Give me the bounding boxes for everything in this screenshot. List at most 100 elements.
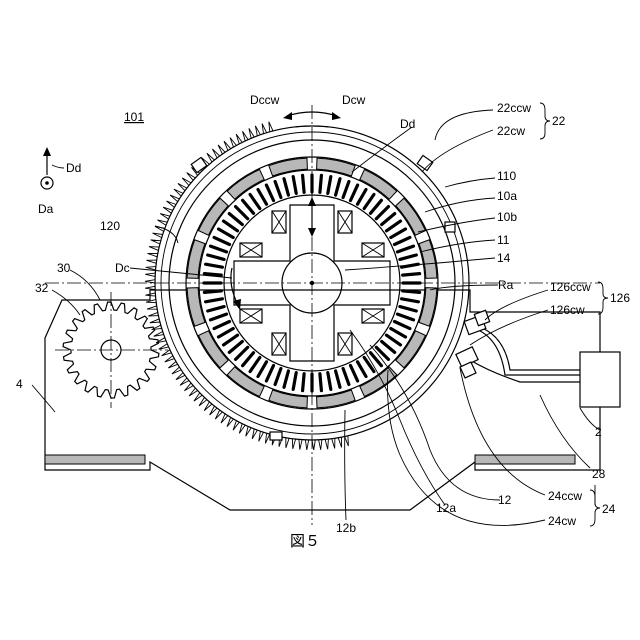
motor-assembly [145, 122, 469, 450]
sensor-24 [270, 432, 282, 440]
coil-cross [272, 211, 286, 233]
stator-tooth [398, 246, 414, 252]
rotation-arrow-head-left [283, 112, 292, 120]
wire-1 [478, 330, 580, 375]
label-dd-topleft: Dd [66, 161, 81, 175]
label-dcw: Dcw [342, 93, 366, 107]
stator-tooth [395, 237, 410, 244]
stator-tooth [391, 229, 406, 238]
stator-tooth [387, 335, 401, 345]
stator-tooth [343, 182, 349, 198]
wire-3 [470, 360, 580, 382]
label-126: 126 [610, 291, 630, 305]
coil-cross [362, 243, 384, 257]
label-24: 24 [602, 502, 616, 516]
magnet-segment [419, 288, 437, 327]
stator-tooth [400, 307, 416, 311]
label-22ccw: 22ccw [497, 101, 531, 115]
stator-tooth [275, 369, 281, 385]
label-dd-center: Dd [400, 117, 415, 131]
magnet-segment [187, 288, 205, 327]
coil-cross [240, 243, 262, 257]
label-14: 14 [497, 251, 511, 265]
dd-center-arrow-up [308, 197, 316, 206]
stator-tooth [398, 314, 414, 320]
magnet-segment [187, 240, 205, 279]
stator-tooth [266, 185, 273, 200]
label-24cw: 24cw [548, 514, 576, 528]
stator-tooth [206, 264, 223, 267]
label-28: 28 [592, 467, 606, 481]
label-12: 12 [498, 493, 512, 507]
label-10b: 10b [497, 210, 517, 224]
coil-cross [338, 333, 352, 355]
stator-tooth [303, 175, 305, 192]
stator-tooth [236, 347, 248, 359]
stator-tooth [229, 214, 242, 225]
label-120: 120 [100, 219, 120, 233]
label-22: 22 [552, 114, 566, 128]
label-24ccw: 24ccw [548, 489, 582, 503]
stator-tooth [236, 207, 248, 219]
label-30: 30 [57, 261, 71, 275]
stator-tooth [211, 246, 227, 252]
label-32: 32 [35, 281, 49, 295]
stator-tooth [403, 274, 420, 276]
stator-tooth [336, 179, 340, 195]
stator-tooth [266, 366, 273, 381]
stator-tooth [214, 322, 229, 329]
magnet-segment [317, 390, 356, 408]
stator-tooth [336, 371, 340, 387]
stator-tooth [243, 200, 254, 213]
tab-side [445, 222, 455, 232]
stator-tooth [403, 291, 420, 293]
stator-tooth [206, 299, 223, 302]
stator-tooth [382, 342, 395, 353]
stator-tooth [303, 374, 305, 391]
stator-tooth [376, 207, 388, 219]
coil-cross [240, 309, 262, 323]
label-ra: Ra [498, 278, 514, 292]
label-dc: Dc [115, 261, 130, 275]
stator-tooth [204, 274, 221, 276]
label-dccw: Dccw [250, 93, 280, 107]
label-da: Da [38, 202, 54, 216]
stator-tooth [219, 229, 234, 238]
stator-tooth [387, 221, 401, 231]
label-110: 110 [497, 169, 516, 183]
bracket-22 [540, 103, 550, 139]
stator-tooth [275, 182, 281, 198]
stator-tooth [211, 314, 227, 320]
bracket-24 [590, 490, 600, 526]
label-4: 4 [16, 377, 23, 391]
label-10a: 10a [497, 189, 517, 203]
label-12b: 12b [336, 521, 356, 535]
stator-tooth [243, 353, 254, 366]
stator-tooth [343, 369, 349, 385]
figure-caption: 図５ [290, 533, 320, 550]
label-22cw: 22cw [497, 124, 525, 138]
stator-tooth [224, 335, 238, 345]
sensor-126ccw [464, 310, 490, 334]
stator-tooth [395, 322, 410, 329]
stator-tooth [229, 342, 242, 353]
bracket-126 [598, 282, 608, 314]
magnet-segment [269, 390, 308, 408]
coil-cross [362, 309, 384, 323]
dd-leader [52, 165, 64, 168]
stator-tooth [224, 221, 238, 231]
label-11: 11 [497, 233, 510, 247]
stator-tooth [391, 329, 406, 338]
stator-tooth [328, 177, 331, 194]
stator-tooth [258, 190, 267, 205]
stator-tooth [250, 195, 260, 209]
stator-tooth [284, 179, 288, 195]
stator-tooth [364, 195, 374, 209]
stator-tooth [293, 373, 296, 390]
stator-tooth [284, 371, 288, 387]
rotation-arrow-head-right [332, 112, 341, 120]
stator-tooth [400, 255, 416, 259]
dd-arrow-head [43, 147, 51, 156]
magnet-segment [317, 158, 356, 176]
